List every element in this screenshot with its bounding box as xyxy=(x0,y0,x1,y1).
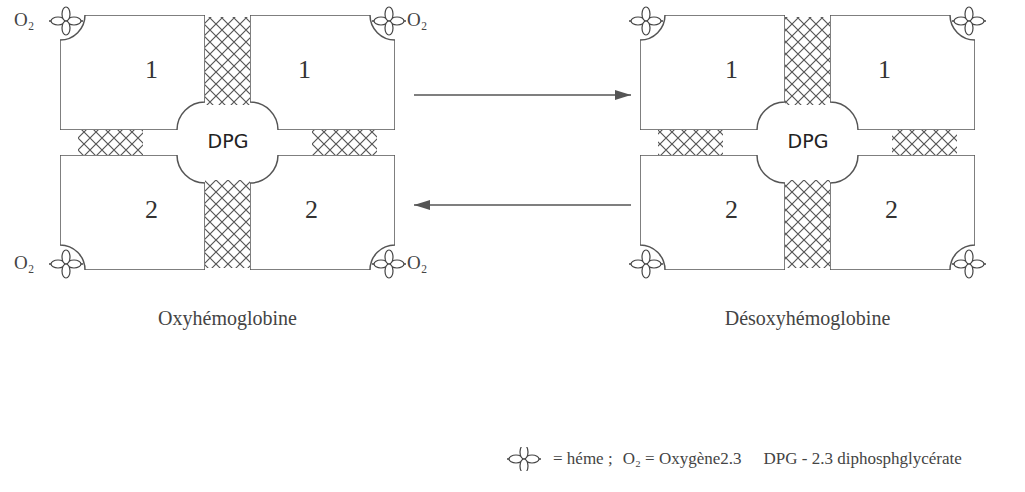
label-holder: DPG xyxy=(788,130,829,152)
globin-subunit: 2 xyxy=(250,155,395,270)
globin-subunit: 1 xyxy=(250,15,395,130)
globin-subunit: 2 xyxy=(830,155,975,270)
subunit-number: 1 xyxy=(878,55,891,85)
caption-holder: Désoxyhémoglobine xyxy=(640,307,975,330)
caption-holder: Oxyhémoglobine xyxy=(60,307,395,330)
globin-subunit: 1 xyxy=(830,15,975,130)
globin-subunit: 1 xyxy=(60,15,205,130)
hemoglobin-molecule: Désoxyhémoglobine 1 1 2 2 xyxy=(635,5,1015,355)
subunit-number: 1 xyxy=(725,55,738,85)
oxygen-label: O₂ xyxy=(407,9,427,31)
heme-symbol xyxy=(49,250,83,278)
globin-subunit: 1 xyxy=(640,15,785,130)
heme-symbol xyxy=(372,7,406,35)
reaction-arrow xyxy=(414,200,631,210)
heme-symbol xyxy=(952,250,986,278)
dpg-label: DPG xyxy=(788,130,829,152)
legend-note: O₂ = Oxygène2.3 xyxy=(623,449,742,469)
label-holder: O₂ xyxy=(407,252,427,274)
hemoglobin-molecule: Oxyhémoglobine 1 1 2 2 xyxy=(10,5,410,355)
legend-text: = héme ; xyxy=(553,449,613,469)
globin-subunit: 2 xyxy=(60,155,205,270)
subunit-outline xyxy=(830,15,975,130)
subunit-outline xyxy=(830,155,975,270)
molecule-caption: Oxyhémoglobine xyxy=(158,307,297,329)
heme-sample xyxy=(505,447,543,471)
heme-symbol xyxy=(49,7,83,35)
subunit-number: 1 xyxy=(145,55,158,85)
oxygen-label: O₂ xyxy=(14,252,34,274)
subunit-outline xyxy=(640,155,785,270)
subunit-number: 2 xyxy=(305,195,318,225)
label-holder: O₂ xyxy=(407,9,427,31)
subunit-outline xyxy=(250,155,395,270)
heme-symbol xyxy=(629,7,663,35)
heme-symbol xyxy=(372,250,406,278)
globin-subunit: 2 xyxy=(640,155,785,270)
subunit-outline xyxy=(250,15,395,130)
subunit-number: 2 xyxy=(145,195,158,225)
subunit-outline xyxy=(640,15,785,130)
subunit-number: 1 xyxy=(298,55,311,85)
subunit-outline xyxy=(60,155,205,270)
subunit-number: 2 xyxy=(885,195,898,225)
label-holder: O₂ xyxy=(14,252,34,274)
heme-symbol xyxy=(952,7,986,35)
subunit-outline xyxy=(60,15,205,130)
oxygen-label: O₂ xyxy=(14,9,34,31)
label-holder: DPG xyxy=(208,130,249,152)
oxygen-label: O₂ xyxy=(407,252,427,274)
legend-note: DPG - 2.3 diphosphglycérate xyxy=(764,449,962,469)
label-holder: O₂ xyxy=(14,9,34,31)
dpg-label: DPG xyxy=(208,130,249,152)
legend: = héme ; O₂ = Oxygène2.3 DPG - 2.3 diphosp… xyxy=(505,447,962,471)
subunit-number: 2 xyxy=(725,195,738,225)
reaction-arrow xyxy=(414,90,631,100)
molecule-caption: Désoxyhémoglobine xyxy=(725,307,891,329)
heme-symbol xyxy=(629,250,663,278)
